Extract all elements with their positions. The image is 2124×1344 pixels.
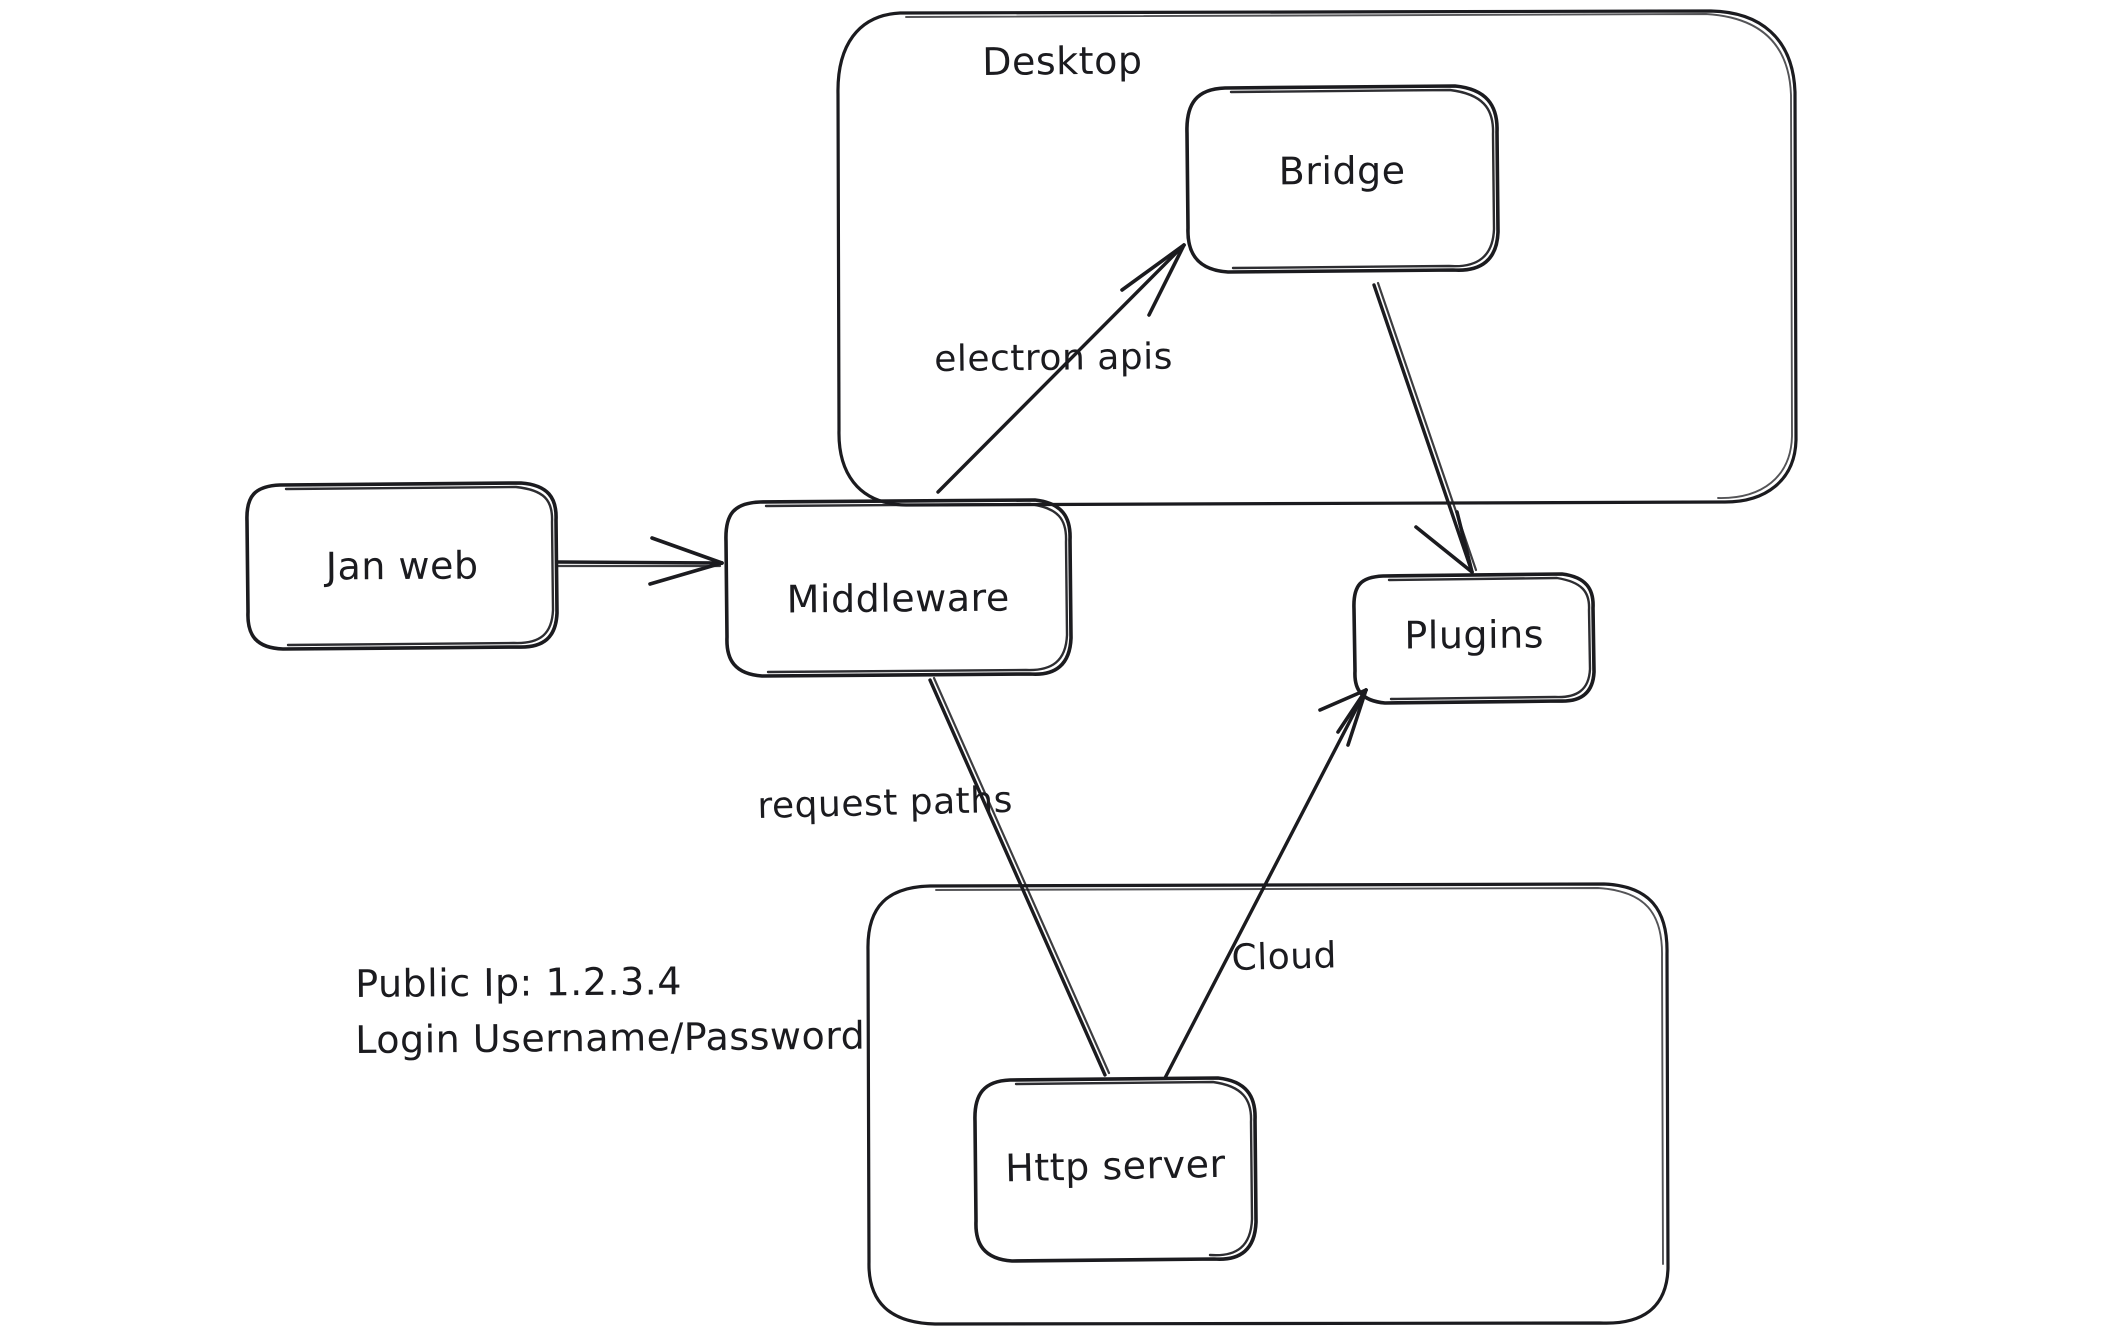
node-bridge[interactable] <box>1185 84 1500 274</box>
node-plugins[interactable] <box>1352 572 1596 705</box>
edge-janweb-to-middleware[interactable] <box>555 536 724 586</box>
edge-middleware-to-httpserver[interactable] <box>928 676 1111 1077</box>
node-http-server[interactable] <box>973 1076 1258 1263</box>
group-cloud[interactable] <box>866 882 1670 1326</box>
edge-bridge-to-plugins[interactable] <box>1372 281 1478 574</box>
edge-httpserver-to-plugins[interactable] <box>1163 688 1368 1080</box>
group-desktop[interactable] <box>836 9 1798 507</box>
edge-middleware-to-bridge[interactable] <box>936 243 1186 494</box>
node-middleware[interactable] <box>724 498 1073 678</box>
node-jan-web[interactable] <box>245 481 559 651</box>
